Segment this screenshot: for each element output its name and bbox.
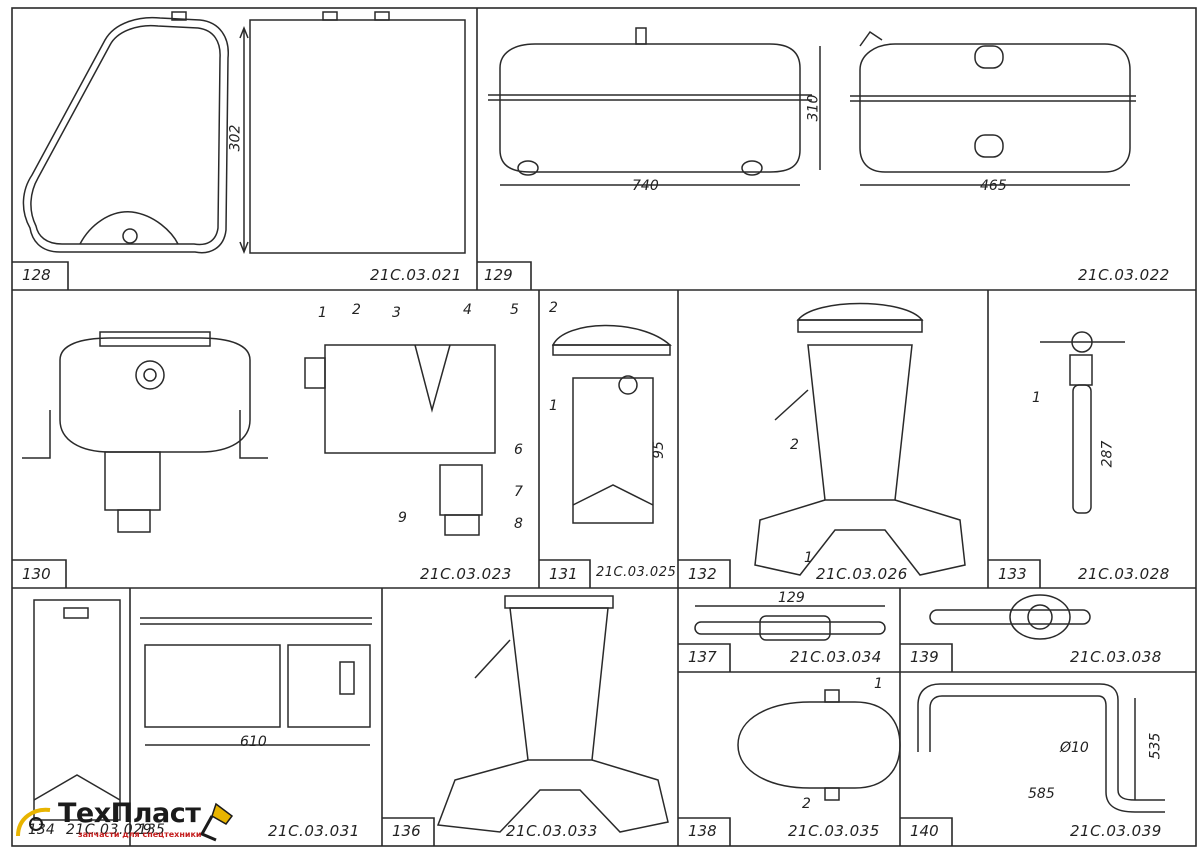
panel-number-139: 139	[910, 648, 939, 666]
drawing-137	[694, 605, 886, 641]
panel-number-131: 131	[549, 565, 578, 583]
logo-tagline: запчасти для спецтехники	[78, 830, 202, 839]
panel-number-130: 130	[22, 565, 51, 583]
panel-number-136: 136	[392, 822, 421, 840]
panel-number-128: 128	[22, 266, 51, 284]
drawing-133	[1040, 331, 1125, 514]
logo-wordmark: ТехПласт	[58, 798, 201, 829]
panel-number-140: 140	[910, 822, 939, 840]
dimension-465: 465	[980, 178, 1007, 194]
callout-131-1: 1	[549, 398, 558, 414]
callout-130-8: 8	[514, 516, 523, 532]
part-code-133: 21С.03.028	[1078, 565, 1170, 583]
part-code-132: 21С.03.026	[816, 565, 908, 583]
part-code-135: 21С.03.031	[268, 822, 360, 840]
dimension-95: 95	[650, 441, 667, 459]
drawing-132	[754, 302, 966, 576]
part-code-131: 21С.03.025	[596, 565, 677, 580]
frame	[11, 7, 1197, 847]
dimension-302: 302	[227, 124, 244, 152]
callout-132-1: 1	[804, 550, 813, 566]
callout-138-2: 2	[802, 796, 811, 812]
panel-number-138: 138	[688, 822, 717, 840]
panel-number-135: 135	[138, 822, 165, 838]
callout-130-3: 3	[392, 305, 401, 321]
part-code-128: 21С.03.021	[370, 266, 462, 284]
part-code-129: 21С.03.022	[1078, 266, 1170, 284]
dimension-287: 287	[1099, 440, 1116, 468]
part-code-130: 21С.03.023	[420, 565, 512, 583]
part-code-140: 21С.03.039	[1070, 822, 1162, 840]
drawing-135	[140, 617, 372, 746]
callout-131-2: 2	[549, 300, 558, 316]
callout-133-1: 1	[1032, 390, 1041, 406]
dimension-diameter-10: Ø10	[1060, 740, 1089, 756]
callout-130-9: 9	[398, 510, 407, 526]
drawing-130	[22, 331, 496, 536]
panel-number-134: 134	[28, 822, 55, 838]
dimension-585: 585	[1028, 786, 1055, 802]
part-code-136: 21С.03.033	[506, 822, 598, 840]
callout-138-1: 1	[874, 676, 883, 692]
drawing-128	[22, 11, 466, 255]
dimension-310: 310	[805, 94, 822, 122]
callout-132-2: 2	[790, 437, 799, 453]
part-code-134: 21С.03.029	[66, 822, 153, 838]
excavator-icon	[16, 802, 234, 842]
dimension-129: 129	[778, 590, 805, 606]
techplast-logo: ТехПласт запчасти для спецтехники	[16, 796, 236, 848]
drawing-138	[737, 689, 901, 801]
dimension-740: 740	[632, 178, 659, 194]
drawing-129	[488, 27, 1136, 186]
panel-number-132: 132	[688, 565, 717, 583]
part-code-139: 21С.03.038	[1070, 648, 1162, 666]
panel-number-133: 133	[998, 565, 1027, 583]
callout-130-7: 7	[514, 484, 523, 500]
callout-130-6: 6	[514, 442, 523, 458]
dimension-610: 610	[240, 734, 267, 750]
callout-130-2: 2	[352, 302, 361, 318]
part-code-138: 21С.03.035	[788, 822, 880, 840]
drawing-131	[551, 324, 672, 524]
part-code-137: 21С.03.034	[790, 648, 882, 666]
panel-number-137: 137	[688, 648, 717, 666]
drawing-136	[436, 595, 669, 833]
drawing-140	[917, 683, 1165, 813]
dimension-535: 535	[1147, 732, 1164, 760]
panel-number-129: 129	[484, 266, 513, 284]
callout-130-4: 4	[463, 302, 472, 318]
drawing-134	[33, 599, 121, 821]
drawing-139	[929, 594, 1091, 640]
callout-130-5: 5	[510, 302, 519, 318]
callout-130-1: 1	[318, 305, 327, 321]
